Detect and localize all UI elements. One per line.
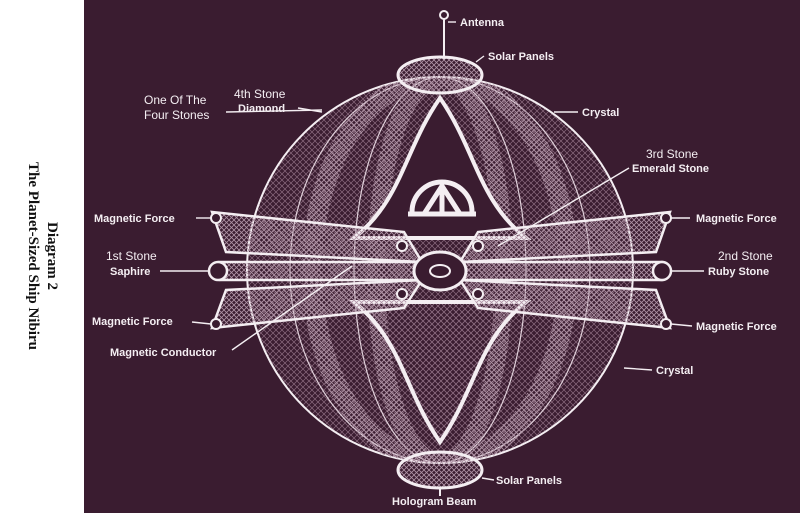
- label-1st-stone: 1st Stone: [106, 249, 157, 263]
- core-hub: [412, 250, 468, 292]
- lower-lens: [348, 300, 532, 446]
- label-four-stones: Four Stones: [144, 108, 209, 122]
- nibiru-diagram: Antenna Solar Panels One Of The Four Sto…: [84, 0, 800, 513]
- caption-line-2: The Planet-Sized Ship Nibiru: [25, 162, 41, 350]
- label-magnetic-force-lower-right: Magnetic Force: [696, 321, 777, 333]
- label-magnetic-conductor: Magnetic Conductor: [110, 347, 217, 359]
- antenna-icon: [439, 10, 449, 20]
- label-crystal-bottom: Crystal: [656, 365, 693, 377]
- ruby-stone: [651, 260, 673, 282]
- label-crystal-top: Crystal: [582, 107, 619, 119]
- leader-lines: [160, 21, 704, 496]
- label-solar-panels-top: Solar Panels: [488, 51, 554, 63]
- label-2nd-stone: 2nd Stone: [718, 249, 773, 263]
- upper-lens: [348, 94, 532, 240]
- label-3rd-stone: 3rd Stone: [646, 147, 698, 161]
- diagram-svg: Antenna Solar Panels One Of The Four Sto…: [92, 10, 777, 508]
- saphire-stone: [207, 260, 229, 282]
- solar-panel-bottom: [396, 450, 484, 490]
- label-ruby-stone: Ruby Stone: [708, 266, 769, 278]
- label-diamond: Diamond: [238, 103, 285, 115]
- label-magnetic-force-lower-left: Magnetic Force: [92, 316, 173, 328]
- label-solar-panels-bottom: Solar Panels: [496, 475, 562, 487]
- label-antenna: Antenna: [460, 17, 505, 29]
- label-magnetic-force-upper-right: Magnetic Force: [696, 213, 777, 225]
- figure-caption: Diagram 2 The Planet-Sized Ship Nibiru: [0, 0, 84, 513]
- label-saphire: Saphire: [110, 266, 150, 278]
- label-hologram-beam: Hologram Beam: [392, 496, 477, 508]
- caption-line-1: Diagram 2: [44, 222, 60, 290]
- label-magnetic-force-upper-left: Magnetic Force: [94, 213, 175, 225]
- emblem-icon: [408, 179, 476, 217]
- solar-panel-top: [396, 55, 484, 95]
- label-one-of-the: One Of The: [144, 93, 207, 107]
- label-4th-stone: 4th Stone: [234, 87, 286, 101]
- label-emerald-stone: Emerald Stone: [632, 163, 709, 175]
- caption-text: Diagram 2 The Planet-Sized Ship Nibiru: [23, 162, 61, 350]
